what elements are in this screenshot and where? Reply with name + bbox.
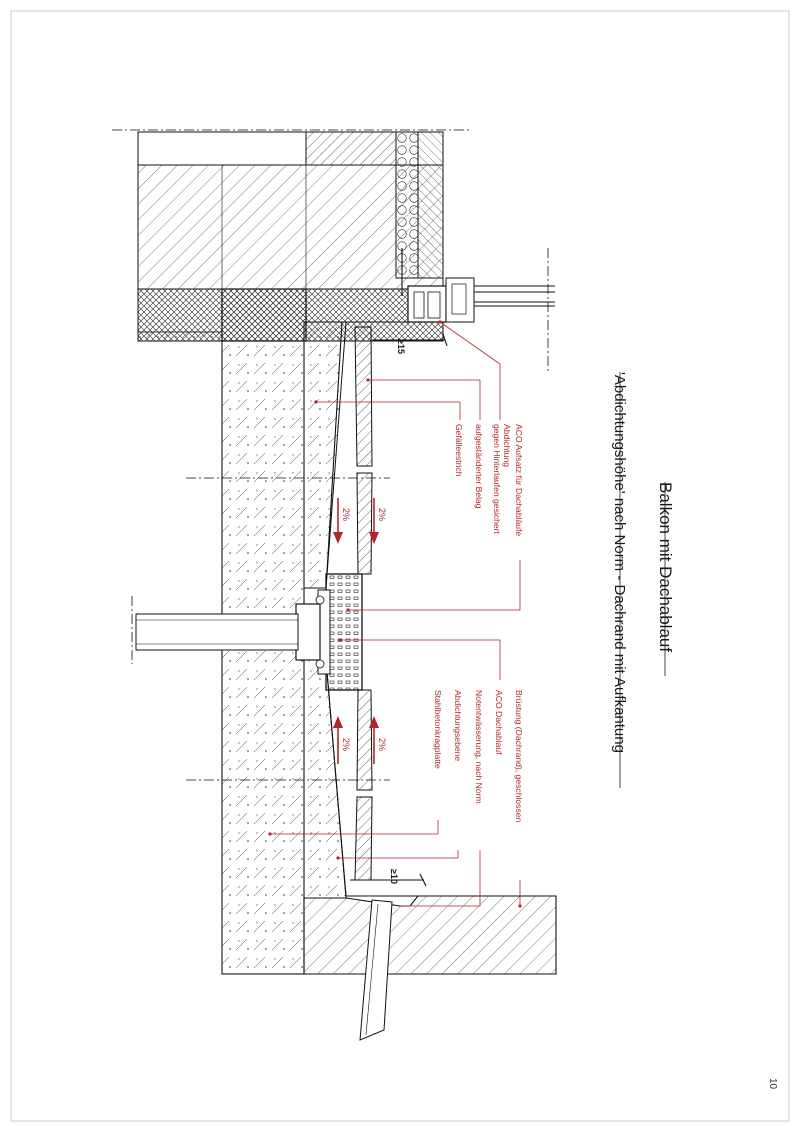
dimension-bottom: ≥10 — [350, 869, 427, 887]
page-subtitle: 'Abdichtungshöhe' nach Norm - Dachrand m… — [611, 372, 628, 753]
annotation-abdichtungsebene: Abdichtungsebene — [453, 690, 463, 761]
slope-label-1: 2% — [341, 508, 351, 521]
annotation-gefaelle: Gefälleestrich — [454, 424, 464, 477]
pavers-lower — [354, 689, 373, 881]
slope-arrows: 2% 2% 2% 2% — [333, 498, 387, 764]
slope-screed-lower — [303, 659, 347, 899]
annotation-notentwaesserung: Notentwässerung, nach Norm — [474, 690, 484, 804]
annotations-lower: Brüstung (Dachrand), geschlossen ACO Dac… — [433, 690, 524, 823]
slope-label-4: 2% — [377, 738, 387, 751]
annotation-leaders — [268, 320, 522, 908]
floor-block — [221, 288, 307, 342]
page-number: 10 — [767, 1078, 778, 1090]
annotations-upper: ACO Aufsatz für Dachabläufe Abdichtung g… — [454, 424, 524, 536]
slope-label-2: 2% — [377, 508, 387, 521]
drain — [135, 573, 363, 691]
section-drawing: ≥15 ≥10 — [112, 129, 557, 1041]
concrete-slab — [221, 340, 305, 975]
dimension-top: ≥15 — [372, 333, 448, 354]
floor-screed-strip — [137, 331, 223, 342]
annotation-abdichtung: Abdichtung — [502, 424, 512, 467]
page-frame — [10, 10, 790, 1122]
annotation-aco-dachablauf: ACO Dachablauf — [494, 690, 504, 755]
page-title: Balkon mit Dachablauf — [656, 482, 675, 652]
annotation-hinterlaufen: gegen Hinterlaufen gesichert — [492, 424, 502, 534]
dimension-top-label: ≥15 — [396, 339, 406, 354]
slope-label-3: 2% — [341, 738, 351, 751]
overflow-spout — [359, 899, 393, 1041]
wall-upper-cut — [137, 131, 307, 166]
annotation-aco-aufsatz: ACO Aufsatz für Dachabläufe — [514, 424, 524, 536]
facade-render — [417, 131, 444, 279]
window-frame — [401, 248, 555, 323]
annotation-stahlbeton: Stahlbetonkragplatte — [433, 690, 443, 769]
wall-upper-right — [305, 131, 397, 166]
annotation-belag: aufgeständerter Belag — [474, 424, 484, 509]
pavers-upper — [354, 326, 373, 575]
facade-insulation — [395, 131, 419, 279]
dimension-bottom-label: ≥10 — [389, 869, 399, 884]
annotation-bruestung: Brüstung (Dachrand), geschlossen — [514, 690, 524, 823]
